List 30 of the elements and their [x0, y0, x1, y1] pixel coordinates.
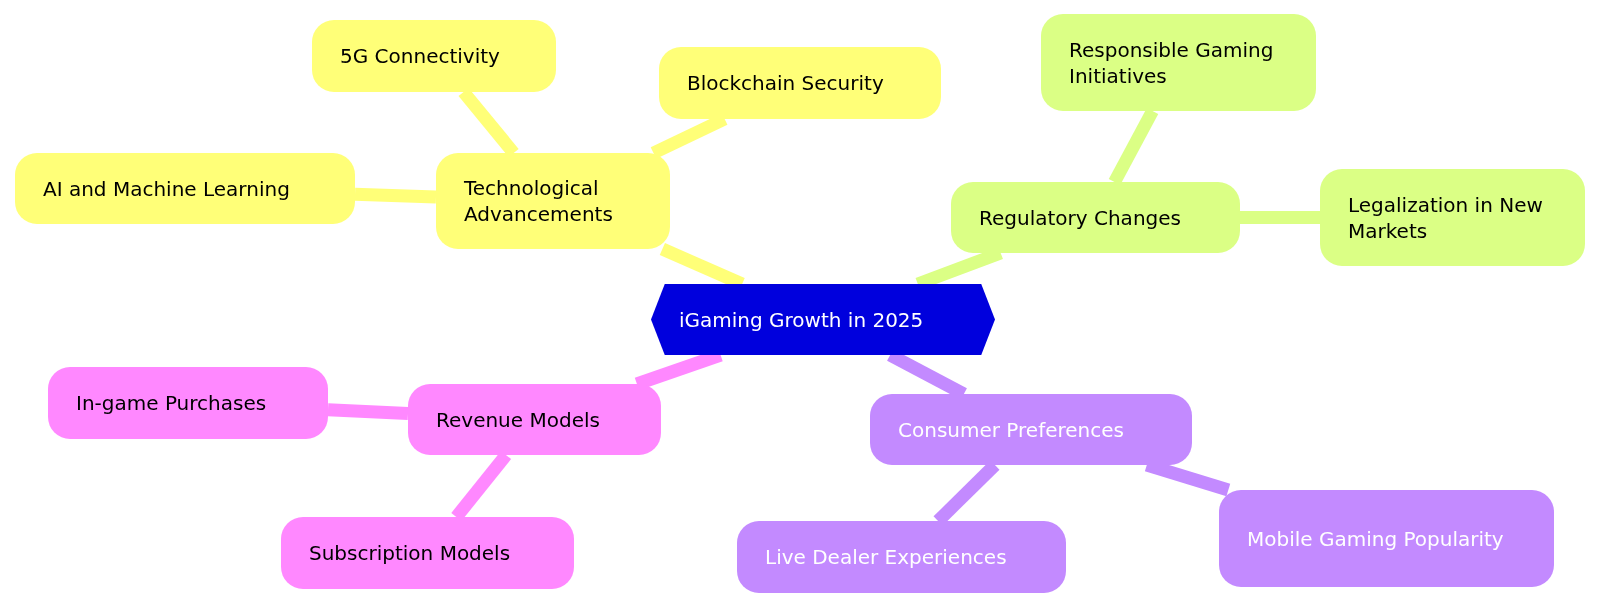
topic-box — [1219, 490, 1554, 587]
topic-label: iGaming Growth in 2025 — [679, 306, 924, 333]
topic-box — [436, 153, 670, 249]
topic-label: 5G Connectivity — [340, 43, 500, 69]
connector-line — [354, 187, 437, 204]
topic-box — [1041, 14, 1316, 111]
topic-box — [870, 394, 1192, 465]
topic-label: Mobile Gaming Popularity — [1247, 525, 1504, 552]
topic-label: Live Dealer Experiences — [765, 544, 1007, 570]
connector-line — [327, 403, 409, 420]
topic-box — [659, 47, 941, 119]
topic-box — [281, 517, 574, 589]
topic-box — [408, 384, 661, 455]
topic-label: Regulatory Changes — [979, 204, 1181, 231]
topic-label: Responsible Gaming Initiatives — [1069, 36, 1275, 89]
topic-label: Revenue Models — [436, 406, 600, 433]
topic-label: Subscription Models — [309, 540, 511, 566]
topic-label: In-game Purchases — [76, 390, 267, 416]
topic-box — [48, 367, 328, 439]
topic-box — [951, 182, 1240, 253]
connector-line — [1240, 211, 1320, 224]
topic-label: Legalization in New Markets — [1348, 191, 1544, 244]
topic-label: AI and Machine Learning — [43, 175, 290, 202]
topic-box — [737, 521, 1066, 593]
topic-box — [1320, 169, 1585, 266]
topic-label: Technological Advancements — [464, 175, 614, 227]
topic-label: Consumer Preferences — [898, 416, 1124, 443]
topic-label: Blockchain Security — [687, 70, 884, 96]
topic-box — [312, 20, 556, 92]
topic-box — [15, 153, 355, 224]
